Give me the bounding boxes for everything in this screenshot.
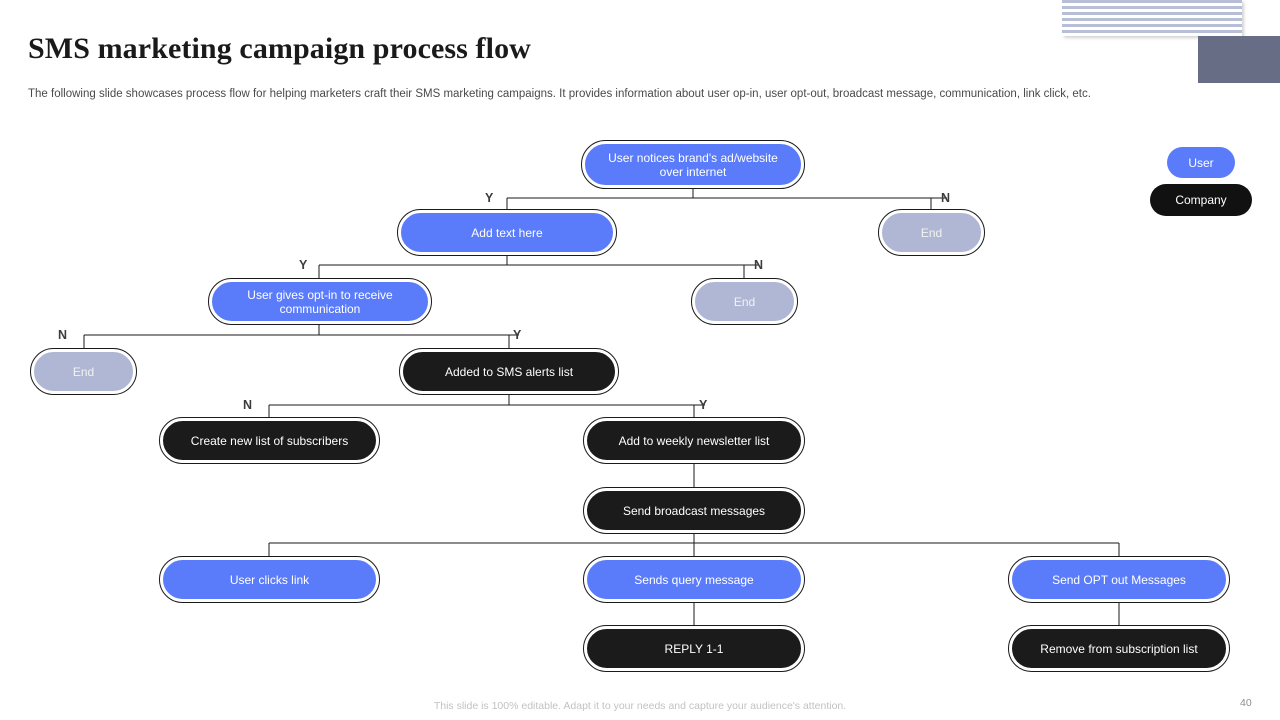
legend-item-company: Company: [1150, 184, 1252, 216]
flow-node-label: User notices brand's ad/website over int…: [608, 150, 778, 179]
flow-node-label: Create new list of subscribers: [190, 433, 349, 448]
flow-node-end-3[interactable]: End: [30, 348, 137, 395]
flow-node-label: User gives opt-in to receive communicati…: [247, 287, 393, 316]
legend-item-user: User: [1167, 147, 1235, 178]
flow-node-end-2[interactable]: End: [691, 278, 798, 325]
branch-label-n: N: [243, 398, 253, 412]
flow-node-label: End: [920, 225, 943, 240]
flow-node-user-clicks-link[interactable]: User clicks link: [159, 556, 380, 603]
legend-label: Company: [1175, 193, 1227, 207]
page-number: 40: [1240, 697, 1252, 709]
branch-label-y: Y: [699, 398, 708, 412]
branch-label-n: N: [58, 328, 68, 342]
branch-label-n: N: [941, 191, 951, 205]
flow-node-label: End: [733, 294, 756, 309]
flow-node-label: Added to SMS alerts list: [444, 364, 574, 379]
flow-node-added-to-sms-alerts[interactable]: Added to SMS alerts list: [399, 348, 619, 395]
flow-node-label: Send broadcast messages: [622, 503, 766, 518]
flow-node-sends-query-message[interactable]: Sends query message: [583, 556, 805, 603]
flow-node-user-notices-brand[interactable]: User notices brand's ad/website over int…: [581, 140, 805, 189]
flow-node-send-opt-out-messages[interactable]: Send OPT out Messages: [1008, 556, 1230, 603]
flow-node-label: REPLY 1-1: [664, 641, 724, 656]
branch-label-y: Y: [485, 191, 494, 205]
page-title: SMS marketing campaign process flow: [28, 32, 531, 65]
flow-node-reply-1-1[interactable]: REPLY 1-1: [583, 625, 805, 672]
flow-node-create-new-list[interactable]: Create new list of subscribers: [159, 417, 380, 464]
branch-label-n: N: [754, 258, 764, 272]
flow-node-send-broadcast-messages[interactable]: Send broadcast messages: [583, 487, 805, 534]
flow-node-user-gives-opt-in[interactable]: User gives opt-in to receive communicati…: [208, 278, 432, 325]
flow-node-label: Remove from subscription list: [1040, 641, 1198, 656]
decorative-block: [1198, 36, 1280, 83]
slide-footer-note: This slide is 100% editable. Adapt it to…: [433, 700, 847, 712]
flow-node-add-weekly-newsletter[interactable]: Add to weekly newsletter list: [583, 417, 805, 464]
flow-node-end-1[interactable]: End: [878, 209, 985, 256]
flow-node-label: User clicks link: [229, 572, 310, 587]
page-subtitle: The following slide showcases process fl…: [28, 88, 1091, 100]
legend-label: User: [1188, 155, 1214, 170]
flow-node-add-text-here[interactable]: Add text here: [397, 209, 617, 256]
flow-node-label: Sends query message: [634, 572, 754, 587]
branch-label-y: Y: [299, 258, 308, 272]
flow-node-label: Add to weekly newsletter list: [618, 433, 770, 448]
flow-node-label: End: [72, 364, 95, 379]
flow-node-remove-from-subscription[interactable]: Remove from subscription list: [1008, 625, 1230, 672]
branch-label-y: Y: [513, 328, 522, 342]
flow-node-label: Add text here: [471, 225, 543, 240]
flow-node-label: Send OPT out Messages: [1052, 572, 1186, 587]
decorative-stripes: [1062, 0, 1242, 36]
